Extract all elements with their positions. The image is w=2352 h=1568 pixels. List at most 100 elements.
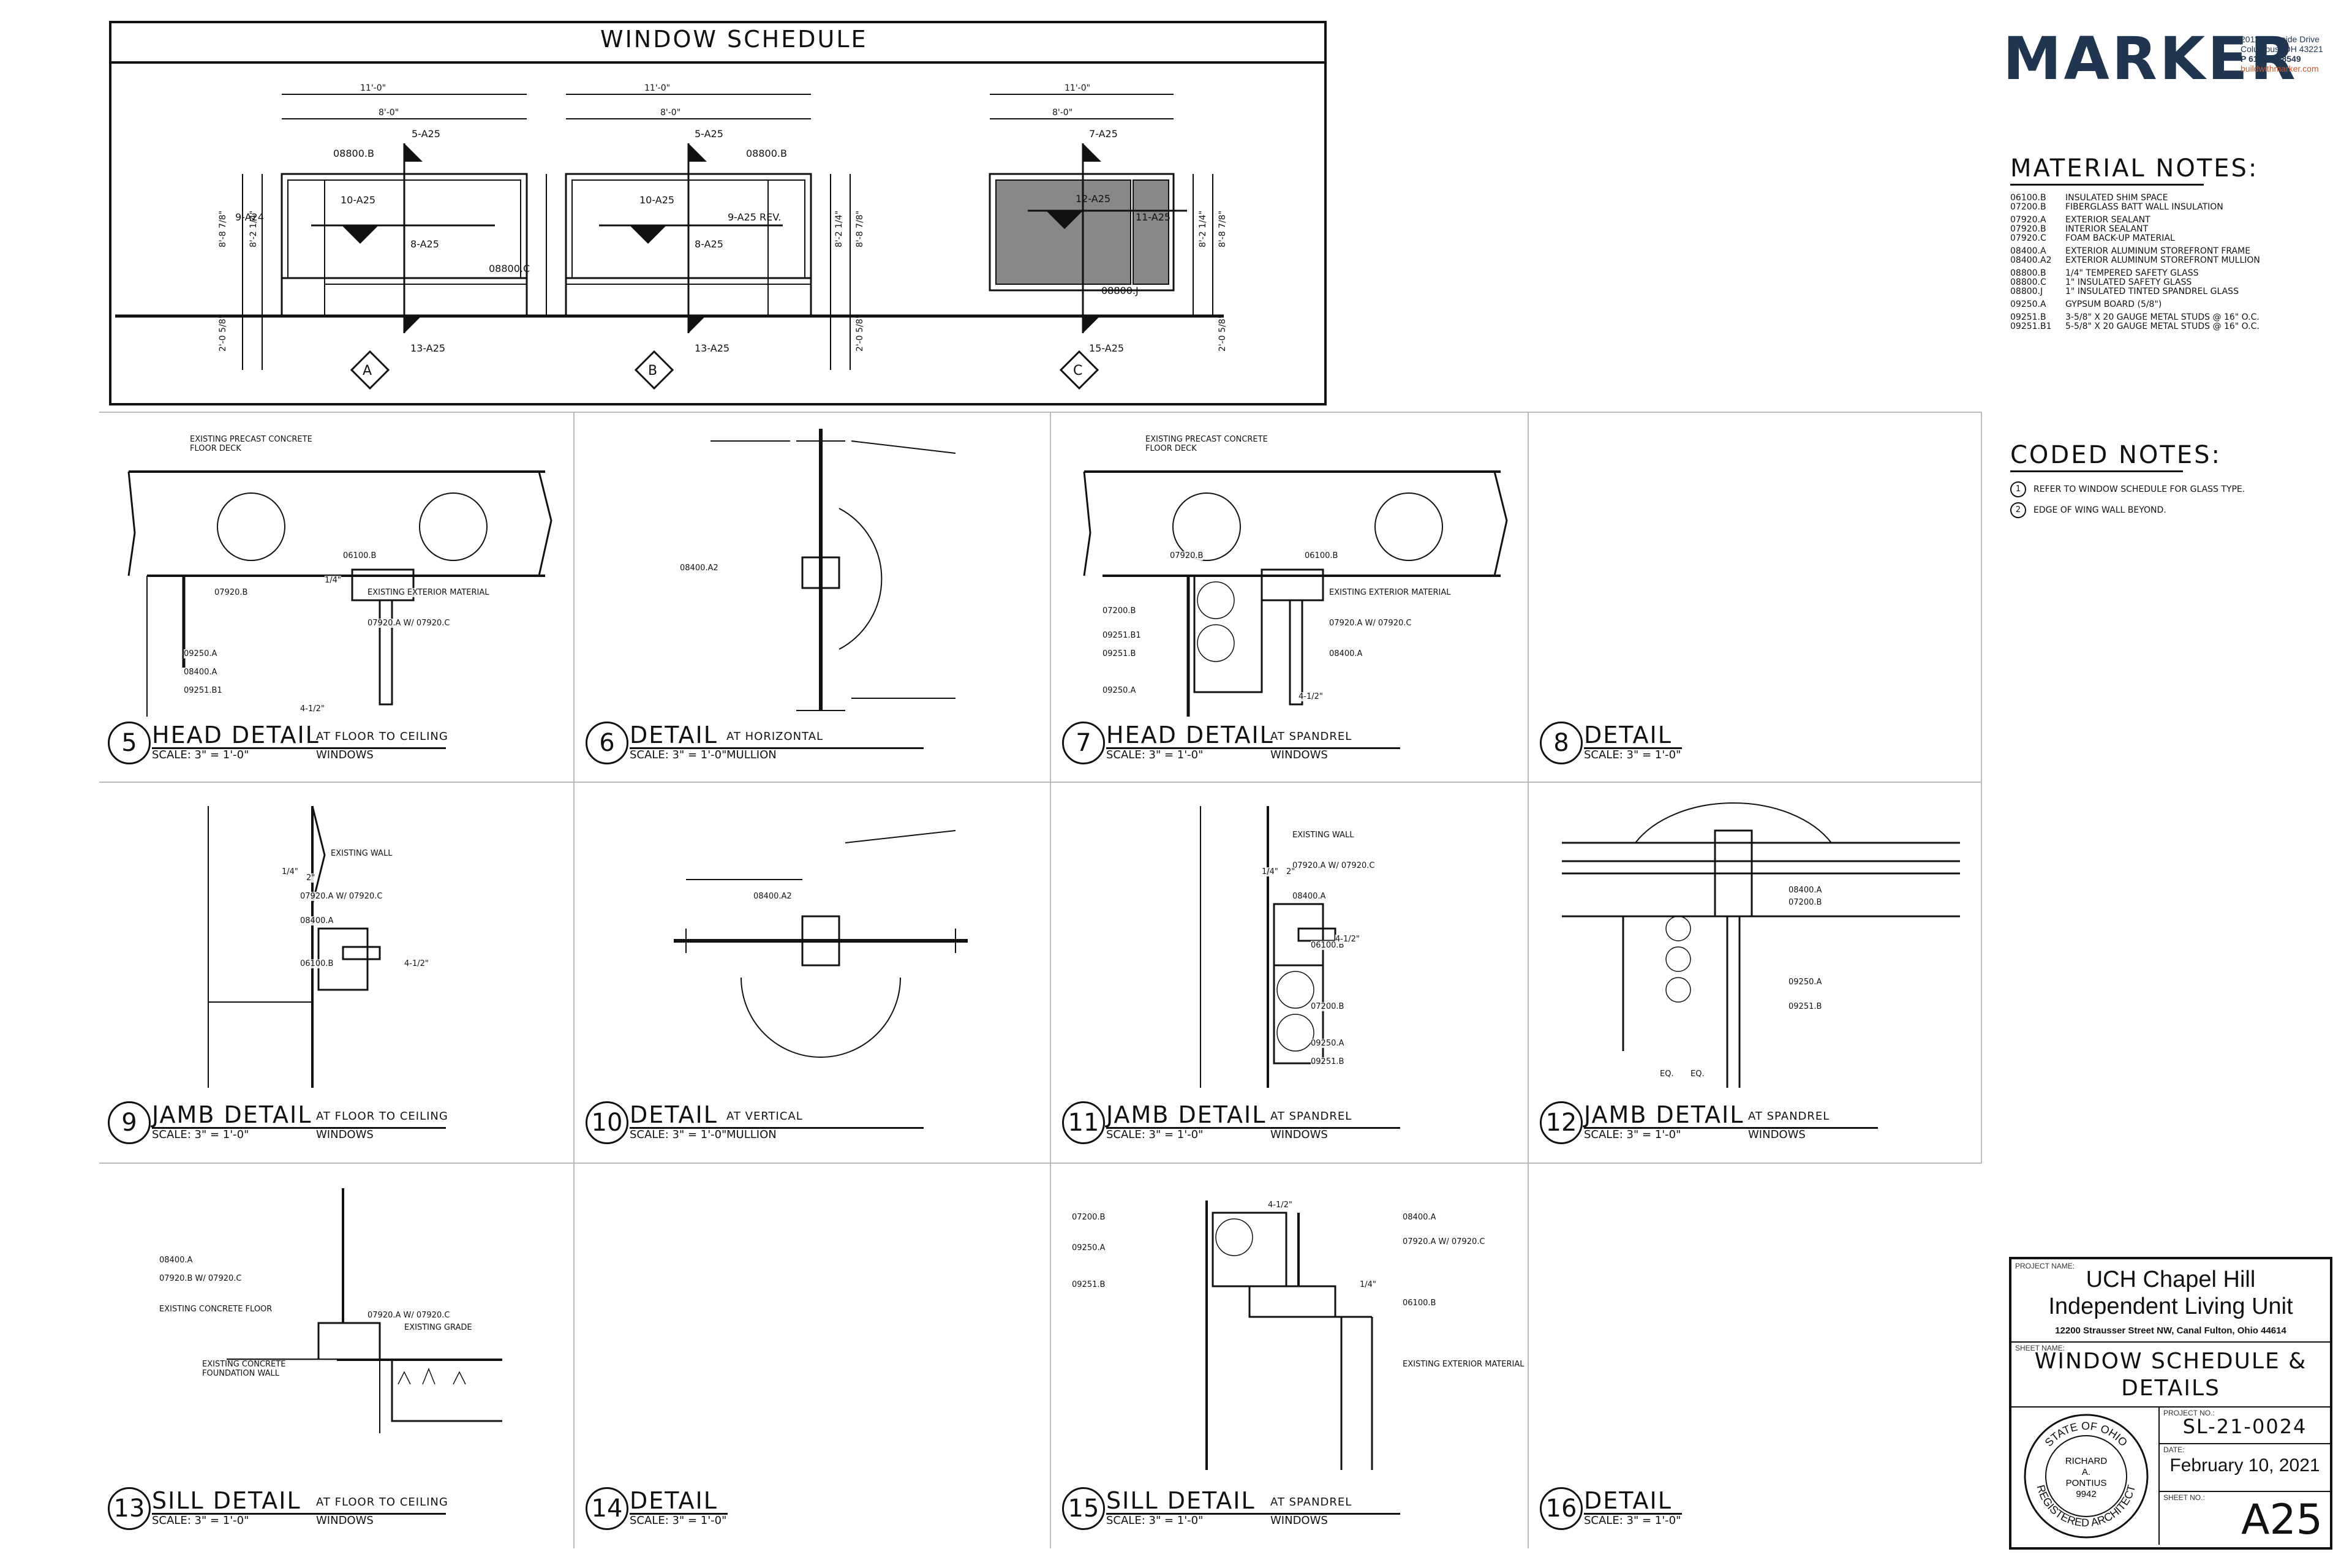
- material-note-text: EXTERIOR SEALANT: [2065, 215, 2150, 225]
- detail-callout-note: 09250.A: [1789, 978, 1822, 987]
- detail-callout-note: EXISTING WALL: [331, 849, 393, 858]
- svg-text:11'-0": 11'-0": [644, 83, 670, 93]
- material-note-text: 1" INSULATED TINTED SPANDREL GLASS: [2065, 287, 2239, 296]
- detail-qualifier-2: WINDOWS: [1270, 748, 1328, 761]
- coded-notes-title-rule: [2010, 470, 2183, 472]
- title-block-rule-3: [2160, 1443, 2330, 1444]
- detail-callout-note: EQ.: [1660, 1069, 1674, 1079]
- detail-name: DETAIL: [1584, 722, 1672, 748]
- svg-text:2'-0 5/8": 2'-0 5/8": [855, 315, 865, 352]
- sheet-no-value: A25: [2241, 1496, 2323, 1544]
- material-note-code: 09251.B: [2010, 312, 2046, 322]
- svg-text:08800.B: 08800.B: [746, 148, 787, 159]
- detail-callout-note: EXISTING PRECAST CONCRETE FLOOR DECK: [1145, 435, 1280, 453]
- detail-callout-note: 08400.A2: [680, 564, 718, 573]
- project-name-label: PROJECT NAME:: [2015, 1262, 2075, 1270]
- coded-note-number: 2: [2010, 502, 2026, 518]
- material-note-text: EXTERIOR ALUMINUM STOREFRONT FRAME: [2065, 246, 2251, 256]
- detail-name: DETAIL: [630, 1487, 718, 1514]
- material-note-code: 06100.B: [2010, 193, 2046, 203]
- detail-qualifier: AT SPANDREL: [1270, 730, 1352, 743]
- detail-12-drawing: [1562, 802, 1960, 1088]
- logo-address-line2: Columbus, OH 43221: [2241, 44, 2323, 54]
- project-no-label: PROJECT NO.:: [2163, 1409, 2215, 1417]
- window-type-b-label: B: [648, 363, 657, 379]
- sheet-no-label: SHEET NO.:: [2163, 1493, 2205, 1502]
- grid-col-rule-2: [1050, 412, 1051, 1548]
- svg-text:2'-0 5/8": 2'-0 5/8": [218, 315, 228, 352]
- detail-qualifier: AT SPANDREL: [1270, 1110, 1352, 1123]
- detail-callout-note: 4-1/2": [1298, 692, 1323, 701]
- detail-name: DETAIL: [1584, 1487, 1672, 1514]
- detail-callout-note: 09251.B1: [184, 686, 222, 695]
- detail-name: HEAD DETAIL: [152, 722, 320, 748]
- detail-title-rule: [1584, 1127, 1878, 1129]
- material-note-code: 09250.A: [2010, 300, 2046, 309]
- material-note-code: 07920.C: [2010, 233, 2046, 243]
- material-note-row: 06100.B INSULATED SHIM SPACE: [2010, 194, 2316, 203]
- logo-address-line1: 2011 Riverside Drive: [2241, 34, 2320, 44]
- svg-text:10-A25: 10-A25: [639, 194, 674, 206]
- svg-text:08800.J: 08800.J: [1101, 285, 1139, 296]
- detail-number-bubble: 7: [1062, 722, 1105, 764]
- architect-seal: STATE OF OHIO REGISTERED ARCHITECT RICHA…: [2024, 1414, 2149, 1539]
- detail-number-bubble: 13: [108, 1487, 151, 1530]
- material-note-text: INSULATED SHIM SPACE: [2065, 193, 2168, 203]
- detail-callout-note: 4-1/2": [1268, 1200, 1292, 1210]
- detail-15-drawing: [1205, 1200, 1373, 1470]
- grid-col-rule-1: [573, 412, 575, 1548]
- detail-5-drawing: [127, 470, 552, 717]
- svg-text:08800.B: 08800.B: [333, 148, 374, 159]
- grid-row-rule-2: [99, 782, 1982, 783]
- coded-note-text: REFER TO WINDOW SCHEDULE FOR GLASS TYPE.: [2034, 484, 2245, 494]
- detail-callout-note: 07200.B: [1311, 1002, 1344, 1011]
- svg-text:8'-0": 8'-0": [1052, 108, 1072, 118]
- detail-qualifier-2: WINDOWS: [316, 748, 374, 761]
- svg-text:8'-0": 8'-0": [379, 108, 399, 118]
- detail-callout-note: 08400.A: [300, 916, 334, 925]
- detail-callout-note: 09251.B: [1789, 1002, 1822, 1011]
- detail-name: SILL DETAIL: [1106, 1487, 1256, 1514]
- detail-9-drawing: [208, 805, 381, 1088]
- detail-callout-note: 08400.A: [1329, 649, 1363, 658]
- grid-row-rule-1: [99, 412, 1982, 413]
- svg-text:11'-0": 11'-0": [360, 83, 386, 93]
- svg-text:11'-0": 11'-0": [1065, 83, 1090, 93]
- svg-text:8'-2 1/4": 8'-2 1/4": [834, 211, 844, 247]
- detail-name: JAMB DETAIL: [152, 1101, 312, 1128]
- detail-scale: SCALE: 3" = 1'-0": [630, 1128, 727, 1141]
- detail-number-bubble: 14: [586, 1487, 628, 1530]
- detail-callout-note: 1/4": [282, 867, 298, 876]
- detail-callout-note: 2": [1286, 867, 1295, 876]
- detail-callout-note: 09250.A: [1072, 1243, 1106, 1253]
- svg-text:8'-2 1/4": 8'-2 1/4": [1198, 211, 1208, 247]
- svg-text:12-A25: 12-A25: [1076, 193, 1110, 205]
- material-note-text: FIBERGLASS BATT WALL INSULATION: [2065, 202, 2223, 212]
- material-note-text: 5-5/8" X 20 GAUGE METAL STUDS @ 16" O.C.: [2065, 322, 2260, 331]
- window-schedule-title: WINDOW SCHEDULE: [600, 26, 868, 53]
- detail-callout-note: 07920.A W/ 07920.C: [368, 1311, 450, 1320]
- detail-title-rule: [630, 1513, 728, 1515]
- logo-address: 2011 Riverside Drive Columbus, OH 43221 …: [2241, 34, 2323, 74]
- material-note-code: 08400.A: [2010, 246, 2046, 256]
- detail-scale: SCALE: 3" = 1'-0": [630, 1514, 727, 1527]
- detail-callout-note: EXISTING EXTERIOR MATERIAL: [368, 588, 489, 597]
- sheet-name-line2: DETAILS: [2121, 1376, 2220, 1401]
- detail-callout-note: 07920.A W/ 07920.C: [300, 892, 383, 901]
- detail-callout-note: 08400.A: [159, 1256, 193, 1265]
- detail-callout-note: 1/4": [325, 576, 341, 585]
- detail-qualifier: AT HORIZONTAL: [726, 730, 824, 743]
- title-block: [2009, 1257, 2332, 1550]
- detail-qualifier-2: WINDOWS: [1270, 1514, 1328, 1527]
- detail-title-rule: [152, 1127, 446, 1129]
